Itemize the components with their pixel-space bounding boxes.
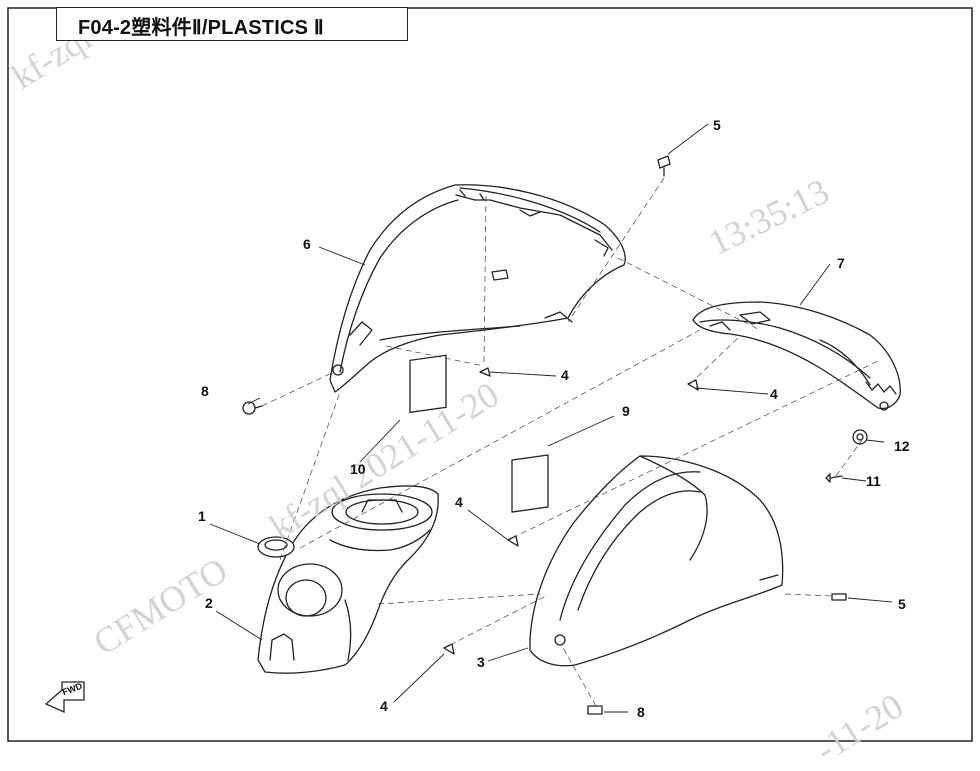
fastener-8-top bbox=[242, 401, 263, 415]
callout-7: 7 bbox=[837, 255, 845, 271]
callout-2: 2 bbox=[205, 595, 213, 611]
fastener-8-bottom bbox=[587, 705, 603, 715]
callout-3: 3 bbox=[477, 654, 485, 670]
title-box bbox=[56, 7, 408, 41]
part-1-grommet bbox=[257, 536, 295, 558]
diagram-border bbox=[7, 7, 973, 742]
callout-4-left: 4 bbox=[561, 367, 569, 383]
part-6-windshield bbox=[329, 184, 626, 393]
fwd-arrow-icon bbox=[44, 681, 85, 714]
callout-1: 1 bbox=[198, 508, 206, 524]
callout-4-bottom: 4 bbox=[380, 698, 388, 714]
fastener-4a bbox=[479, 367, 491, 377]
part-3-side-cover bbox=[529, 455, 784, 667]
callout-4-mid: 4 bbox=[770, 386, 778, 402]
page-title: F04-2塑料件Ⅱ/PLASTICS Ⅱ bbox=[78, 17, 324, 39]
fastener-4d bbox=[443, 643, 455, 655]
callout-4-center: 4 bbox=[455, 494, 463, 510]
callout-8-bottom: 8 bbox=[637, 704, 645, 720]
fastener-5-top bbox=[657, 155, 671, 177]
fastener-5-right bbox=[831, 593, 847, 601]
part-10-label bbox=[409, 354, 447, 414]
callout-12: 12 bbox=[894, 438, 910, 454]
callout-8-left: 8 bbox=[201, 383, 209, 399]
callout-11: 11 bbox=[866, 473, 881, 489]
callout-5-top: 5 bbox=[713, 117, 721, 133]
parts-diagram bbox=[7, 7, 973, 742]
part-7-front-cover bbox=[692, 301, 901, 411]
callout-9: 9 bbox=[622, 403, 630, 419]
callout-6: 6 bbox=[303, 236, 311, 252]
callout-10: 10 bbox=[350, 461, 366, 477]
part-9-label bbox=[511, 454, 549, 513]
fastener-11-screw bbox=[825, 473, 843, 483]
clip-small bbox=[491, 269, 509, 281]
callout-5-right: 5 bbox=[898, 596, 906, 612]
fastener-12-nut bbox=[852, 429, 868, 445]
